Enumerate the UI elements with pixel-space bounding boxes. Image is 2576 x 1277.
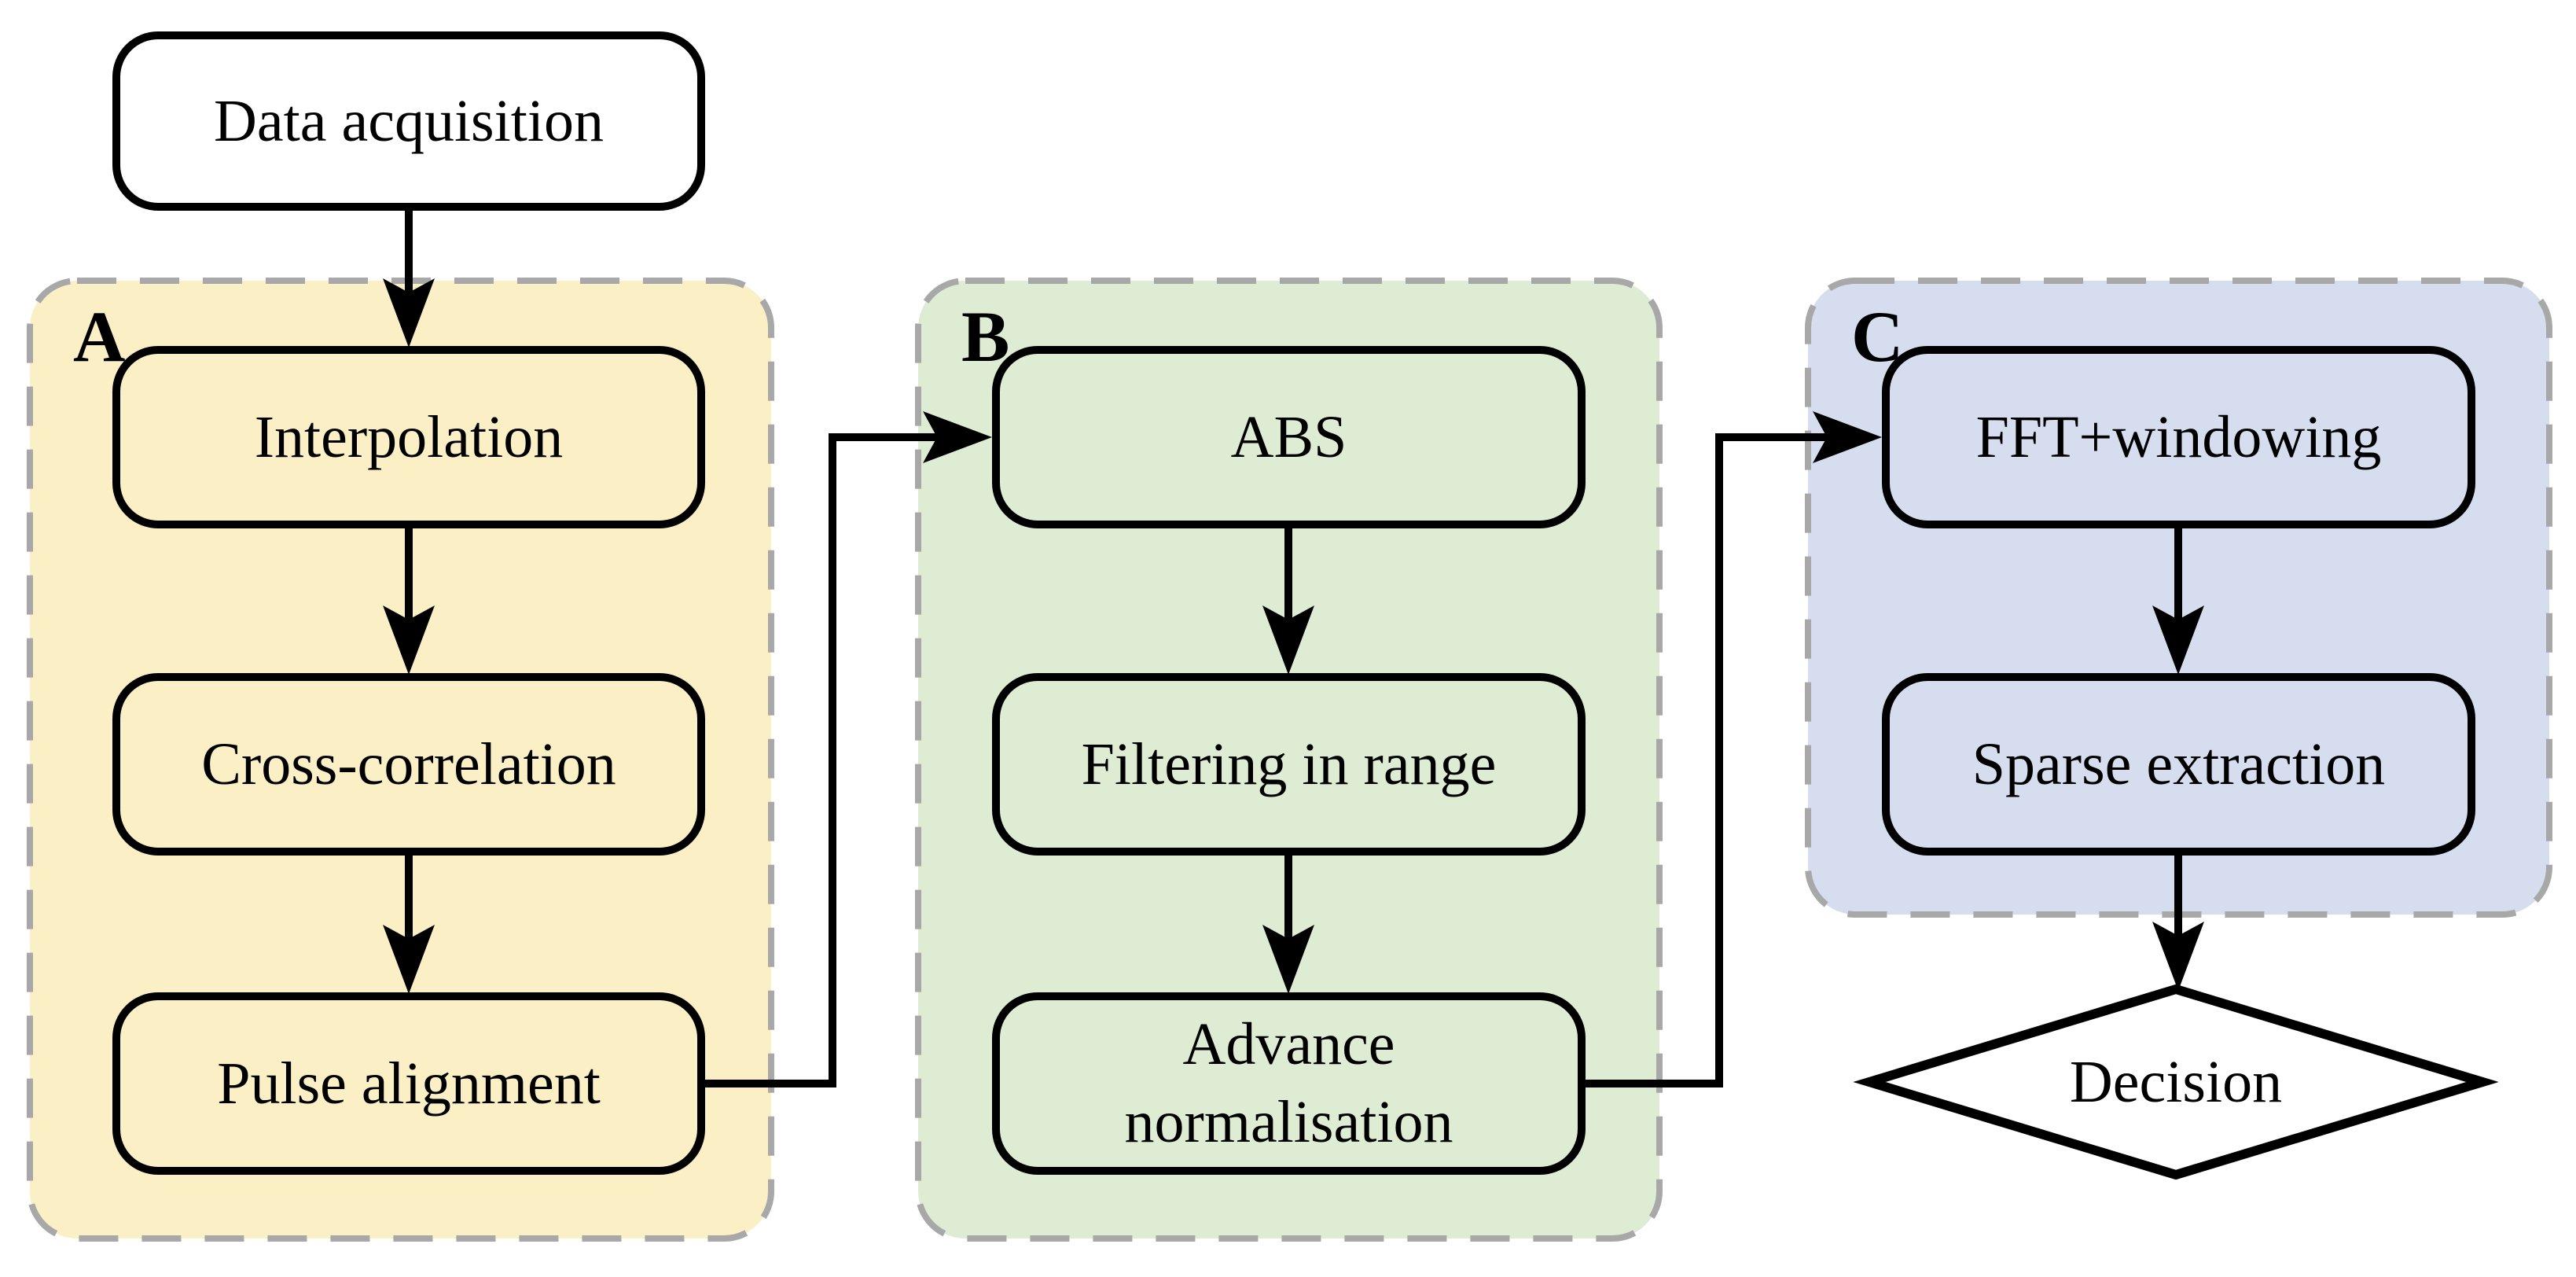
node-fft-windowing-label: FFT+windowing [1975,403,2382,470]
arrowhead-fft [1813,411,1882,463]
node-data-acquisition-label: Data acquisition [214,87,604,154]
node-fft-windowing: FFT+windowing [1882,346,2475,528]
connector-b-to-c [1586,433,1828,1087]
node-abs-label: ABS [1230,403,1347,470]
arrowhead-sparse [2152,605,2204,675]
node-cross-correlation: Cross-correlation [112,673,705,856]
node-pulse-alignment: Pulse alignment [112,992,705,1175]
arrow-lines [405,211,2182,1087]
node-sparse-extraction-label: Sparse extraction [1972,731,2386,797]
group-b-label: B [961,296,1010,377]
node-advance-normalisation-label: Advance normalisation [1124,1011,1453,1155]
arrowhead-decision [2152,922,2204,991]
decision-node-label-box: Decision [1940,1038,2412,1126]
node-interpolation-label: Interpolation [254,403,564,470]
node-abs: ABS [992,346,1586,528]
node-sparse-extraction: Sparse extraction [1882,673,2475,856]
arrowhead-interpolation [383,278,435,348]
node-cross-correlation-label: Cross-correlation [201,731,616,797]
arrow-heads [383,278,2204,994]
arrowhead-normalisation [1262,925,1314,994]
arrowhead-abs [923,411,992,463]
node-filtering-in-range-label: Filtering in range [1081,731,1497,797]
group-a-label: A [73,296,126,377]
node-pulse-alignment-label: Pulse alignment [217,1050,601,1117]
node-interpolation: Interpolation [112,346,705,528]
arrowhead-pulsealignment [383,925,435,994]
decision-diamond [1853,984,2499,1180]
node-data-acquisition: Data acquisition [112,31,705,211]
decision-node-label: Decision [2069,1048,2283,1115]
arrowhead-filtering [1262,605,1314,675]
node-filtering-in-range: Filtering in range [992,673,1586,856]
arrowhead-crosscorrelation [383,605,435,675]
node-advance-normalisation: Advance normalisation [992,992,1586,1175]
connector-a-to-b [705,433,939,1087]
